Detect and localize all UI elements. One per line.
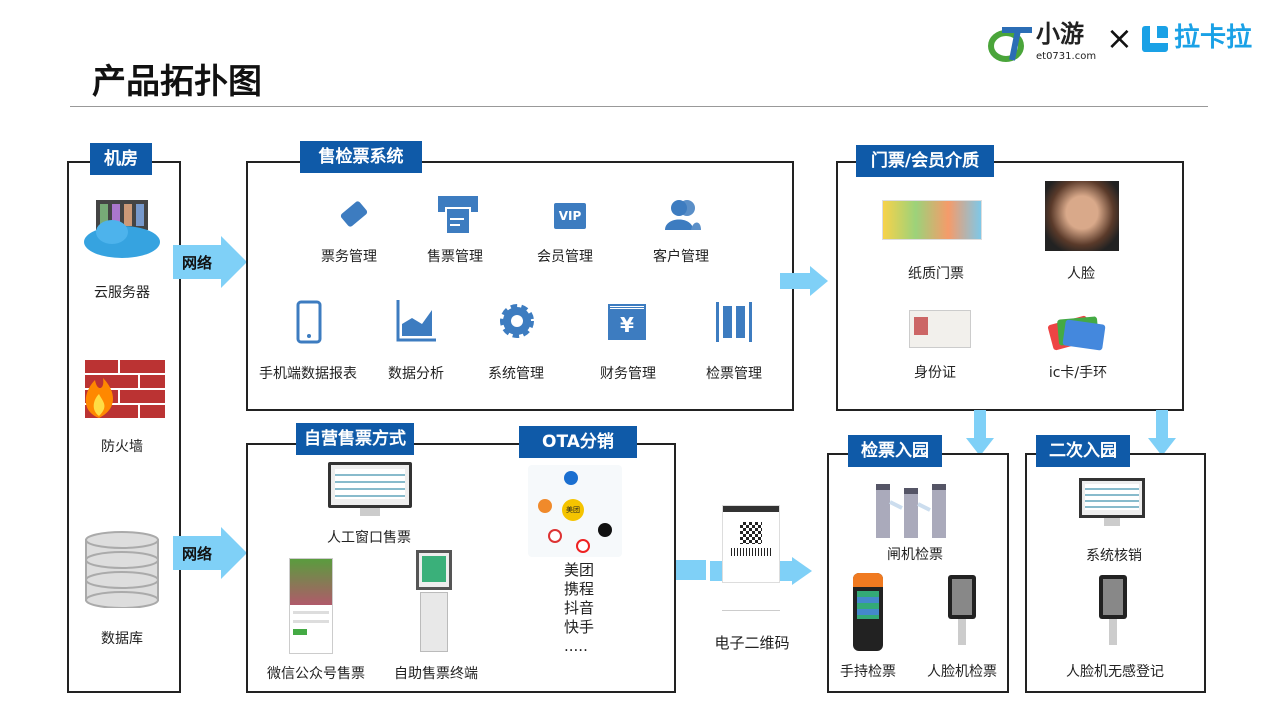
paper-ticket-image [882,200,982,240]
face-image [1045,181,1119,251]
ota-channel-list: 美团 携程 抖音 快手 ..... [564,561,595,655]
firewall-icon [85,360,165,418]
arrow-down-entry [966,410,994,456]
entry-tag: 检票入园 [848,435,942,467]
desktop-icon [1079,478,1145,528]
cloud-server-icon [84,200,160,258]
gate-check-icon [716,302,752,342]
network-arrow-top: 网络 [173,236,247,288]
kiosk-image [416,550,452,656]
arrow-segment [676,560,706,580]
network-arrow-bottom: 网络 [173,527,247,579]
face-terminal-image [1099,575,1127,645]
media-panel [836,161,1184,411]
ticket-icon [340,201,368,227]
vip-icon: VIP [554,203,586,229]
arrow-down-reentry [1148,410,1176,456]
meituan-badge: 美团 [562,499,584,521]
page-title: 产品拓扑图 [92,62,262,102]
gear-icon [500,304,534,338]
ota-tag: OTA分销 [519,426,637,458]
database-icon [85,531,159,608]
reentry-tag: 二次入园 [1036,435,1130,467]
divider [70,106,1208,107]
server-room-tag: 机房 [90,143,152,175]
ticket-system-tag: 售检票系统 [300,141,422,173]
mobile-icon [296,300,322,344]
lakala-logo-text: 拉卡拉 [1174,23,1253,53]
turnstile-image [876,484,946,538]
face-terminal-image [948,575,976,645]
self-sale-tag: 自营售票方式 [296,423,414,455]
customers-icon [665,200,701,230]
qr-divider [722,610,780,611]
xiaoyou-logo: 小游 et0731.com [988,20,1098,66]
media-tag: 门票/会员介质 [856,145,994,177]
chart-icon [396,300,436,342]
qr-code-image [722,505,780,583]
id-card-image [909,310,971,348]
ota-channels-image: 美团 [528,465,622,557]
arrow-to-media [780,266,828,296]
ic-card-image [1047,315,1106,351]
printer-icon [438,196,478,235]
cross-mark: × [1106,19,1133,57]
wechat-mobile-image [289,558,333,654]
desktop-icon [328,462,412,518]
xiaoyou-logo-icon [988,27,1032,62]
lakala-logo-icon [1142,26,1168,52]
handheld-image [853,573,883,651]
finance-icon: ¥ [608,304,646,340]
